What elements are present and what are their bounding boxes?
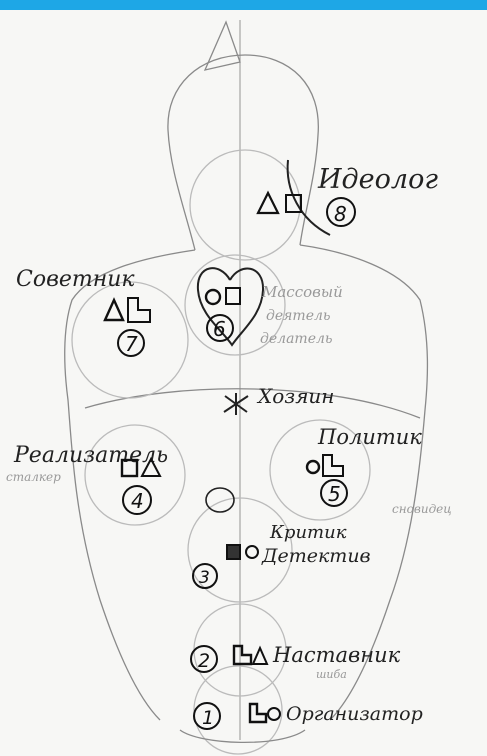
label-ideolog: Идеолог: [317, 164, 438, 195]
number-3: 3: [199, 568, 210, 588]
label-khozyain: Хозяин: [256, 384, 334, 408]
circle-icon: [246, 546, 258, 558]
circle-icon: [307, 461, 319, 473]
triangle-icon: [258, 193, 278, 213]
label-deyatel: деятель: [266, 308, 331, 324]
label-stalker: сталкер: [6, 470, 61, 484]
head-outline: [168, 55, 318, 250]
number-6: 6: [213, 317, 226, 341]
label-detektiv: Детектив: [261, 545, 371, 567]
number-7: 7: [125, 332, 138, 356]
label-massovyi: Массовый: [261, 283, 343, 301]
number-1: 1: [202, 707, 214, 729]
khozyain-star: [224, 393, 248, 415]
triangle-icon: [105, 300, 123, 320]
triangle-icon: [253, 648, 267, 664]
number-5: 5: [328, 482, 341, 506]
l-shape-icon: [250, 704, 266, 722]
sovetnik-group: Советник 7: [16, 267, 150, 356]
square-icon: [227, 545, 240, 559]
label-delatel: делатель: [260, 331, 333, 347]
base-curve: [180, 730, 305, 742]
label-kritik: Критик: [269, 522, 347, 543]
number-4: 4: [131, 489, 144, 513]
head-top-triangle: [205, 22, 240, 70]
realizator-group: Реализатель сталкер 4: [6, 443, 168, 514]
circle-icon: [268, 708, 280, 720]
chakra-circle-head: [190, 150, 300, 260]
politik-group: Политик 5 сновидец: [307, 425, 452, 516]
small-ellipse: [206, 488, 234, 512]
nastavnik-group: 2 Наставник шиба: [191, 643, 401, 681]
label-sovetnik: Советник: [16, 267, 135, 292]
label-nastavnik: Наставник: [272, 643, 401, 667]
ideolog-group: 8 Идеолог: [258, 164, 438, 226]
waist-line: [85, 389, 420, 418]
label-politik: Политик: [317, 425, 422, 449]
l-shape-icon: [128, 298, 150, 322]
label-snovidets: сновидец: [392, 502, 452, 516]
square-icon: [226, 288, 240, 304]
l-shape-icon: [323, 455, 343, 476]
label-organizator: Организатор: [286, 703, 423, 725]
number-2: 2: [198, 650, 210, 672]
l-shape-icon: [234, 646, 251, 664]
kritik-group: Критик Детектив 3: [193, 522, 371, 588]
left-torso-outline: [65, 250, 195, 720]
label-realizator: Реализатель: [13, 443, 168, 468]
organizator-group: 1 Организатор: [194, 703, 423, 729]
number-8: 8: [334, 202, 347, 226]
label-nastavnik-sub: шиба: [316, 668, 347, 681]
circle-icon: [206, 290, 220, 304]
